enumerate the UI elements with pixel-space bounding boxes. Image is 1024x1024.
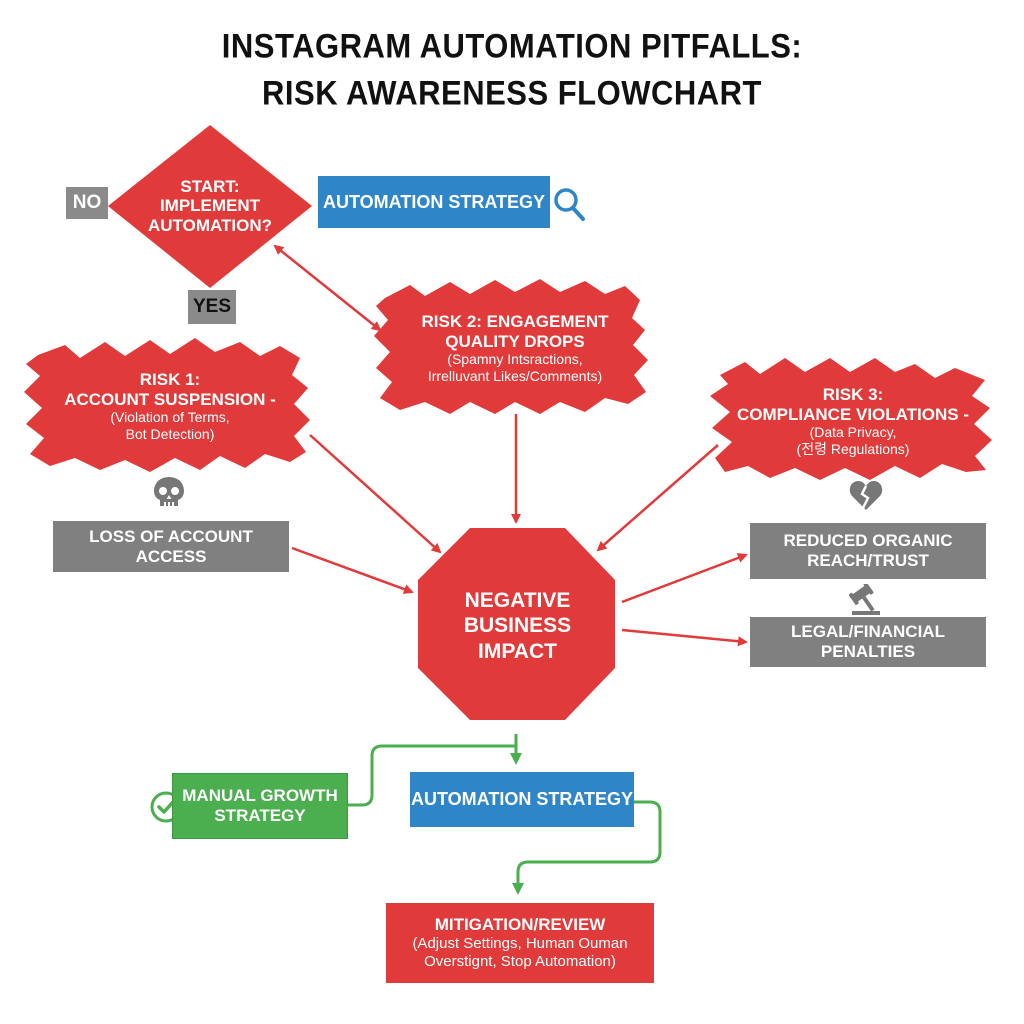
risk2-label: RISK 2: ENGAGEMENT QUALITY DROPS (Spamny… <box>395 300 635 396</box>
negative-impact-line-2: BUSINESS <box>463 614 572 638</box>
yes-label: YES <box>188 290 236 324</box>
arrow-automation-mitigation <box>512 800 662 895</box>
manual-growth-box: MANUAL GROWTH STRATEGY <box>172 773 348 839</box>
page-title: INSTAGRAM AUTOMATION PITFALLS: RISK AWAR… <box>0 23 1024 117</box>
arrow-risk3-impact <box>596 444 719 552</box>
risk2-line-3: (Spamny Intsractions, <box>447 351 583 368</box>
risk2-line-4: Irrelluvant Likes/Comments) <box>427 367 603 384</box>
mitigation-line-3: Overstignt, Stop Automation) <box>424 953 616 971</box>
risk3-line-1: RISK 3: <box>822 385 884 405</box>
risk3-line-2: COMPLIANCE VIOLATIONS - <box>736 404 969 424</box>
risk1-line-1: RISK 1: <box>139 370 201 390</box>
start-label: START: IMPLEMENT AUTOMATION? <box>120 160 300 252</box>
risk2-line-1: RISK 2: ENGAGEMENT <box>421 312 609 332</box>
skull-icon <box>154 477 184 506</box>
arrow-loss-impact <box>291 546 414 594</box>
automation-strategy-top-box: AUTOMATION STRATEGY <box>318 176 550 228</box>
risk3-line-3: (Data Privacy, <box>809 424 897 441</box>
start-diamond <box>108 125 312 288</box>
title-line-1: INSTAGRAM AUTOMATION PITFALLS: <box>221 26 803 66</box>
mitigation-line-2: (Adjust Settings, Human Ouman <box>412 935 628 953</box>
reduced-reach-box: REDUCED ORGANIC REACH/TRUST <box>750 523 986 579</box>
legal-penalties-box: LEGAL/FINANCIAL PENALTIES <box>750 617 986 667</box>
risk3-line-4: (전령 Regulations) <box>796 440 910 457</box>
negative-impact-line-3: IMPACT <box>478 639 557 663</box>
no-label: NO <box>66 187 108 219</box>
risk3-label: RISK 3: COMPLIANCE VIOLATIONS - (Data Pr… <box>722 376 984 466</box>
arrow-impact-reach <box>621 553 748 604</box>
reduced-reach-line-2: REACH/TRUST <box>807 551 929 570</box>
connector-manual-growth <box>348 744 516 807</box>
start-line-1: START: <box>180 176 240 196</box>
mitigation-line-1: MITIGATION/REVIEW <box>434 914 606 934</box>
risk2-starburst <box>374 279 648 414</box>
negative-impact-octagon <box>418 528 615 720</box>
risk1-starburst <box>24 338 310 472</box>
arrow-risk1-impact <box>309 434 442 554</box>
gavel-icon <box>848 584 880 615</box>
loss-of-access-box: LOSS OF ACCOUNT ACCESS <box>53 521 289 572</box>
title-line-2: RISK AWARENESS FLOWCHART <box>262 73 762 113</box>
risk1-line-4: Bot Detection) <box>125 425 215 442</box>
risk1-label: RISK 1: ACCOUNT SUSPENSION - (Violation … <box>40 358 300 454</box>
reduced-reach-line-1: REDUCED ORGANIC <box>783 531 953 550</box>
mitigation-box: MITIGATION/REVIEW (Adjust Settings, Huma… <box>386 903 654 983</box>
negative-impact-line-1: NEGATIVE <box>464 589 571 613</box>
broken-heart-icon <box>849 481 883 510</box>
arrow-impact-legal <box>621 628 748 647</box>
manual-growth-line-1: MANUAL GROWTH <box>182 786 338 805</box>
start-line-2: IMPLEMENT <box>159 196 261 216</box>
risk3-starburst <box>710 358 992 480</box>
manual-growth-line-2: STRATEGY <box>214 806 306 825</box>
risk1-line-2: ACCOUNT SUSPENSION - <box>64 389 276 409</box>
search-icon <box>554 188 585 221</box>
risk1-line-3: (Violation of Terms, <box>110 409 230 426</box>
start-line-3: AUTOMATION? <box>147 215 273 235</box>
arrow-start-risk2 <box>273 244 382 332</box>
risk2-line-2: QUALITY DROPS <box>445 331 585 351</box>
automation-strategy-bottom-box: AUTOMATION STRATEGY <box>410 772 634 827</box>
negative-impact-label: NEGATIVE BUSINESS IMPACT <box>430 580 605 672</box>
